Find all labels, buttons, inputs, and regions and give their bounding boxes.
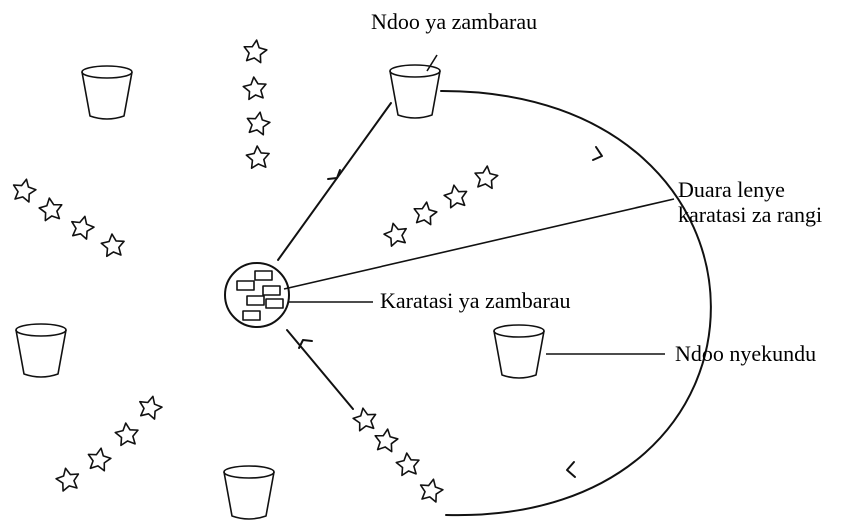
star-icon xyxy=(85,445,114,473)
bucket-purple xyxy=(389,64,441,119)
star-icon xyxy=(241,75,269,101)
arrow-up-right-icon xyxy=(327,169,341,180)
paper-slip xyxy=(246,295,265,306)
bucket-top-left xyxy=(81,65,133,120)
star-icon xyxy=(99,232,127,258)
path-out xyxy=(277,102,392,261)
bucket-left xyxy=(15,323,67,378)
arc-arrow-left-icon xyxy=(566,461,576,478)
leader-purple-bucket xyxy=(426,54,438,72)
paper-slip xyxy=(265,298,284,309)
star-row-bottom-left xyxy=(53,392,165,493)
star-row-left xyxy=(10,176,127,258)
star-icon xyxy=(417,476,446,504)
label-red-bucket: Ndoo nyekundu xyxy=(675,341,816,366)
arc-arrow-down-icon xyxy=(592,146,603,161)
bucket-red xyxy=(493,324,545,379)
paper-slip xyxy=(262,285,281,296)
paper-slip xyxy=(236,280,255,291)
star-icon xyxy=(53,465,82,493)
leader-paper-circle xyxy=(283,198,675,290)
label-purple-paper: Karatasi ya zambarau xyxy=(380,288,571,313)
star-icon xyxy=(113,421,141,447)
star-icon xyxy=(244,109,273,137)
paper-circle xyxy=(224,262,290,328)
star-icon xyxy=(411,199,439,226)
return-arc xyxy=(440,89,712,517)
paper-slip xyxy=(254,270,273,281)
star-icon xyxy=(10,176,39,204)
path-return xyxy=(286,329,354,410)
star-icon xyxy=(381,219,411,248)
star-icon xyxy=(472,164,500,190)
paper-slip xyxy=(242,310,261,321)
star-icon xyxy=(241,37,269,64)
star-icon xyxy=(135,392,165,421)
label-colored-circle-line1: Duara lenye xyxy=(678,177,785,202)
star-column-top xyxy=(241,37,273,170)
star-icon xyxy=(372,426,400,453)
star-icon xyxy=(394,451,422,477)
bucket-bottom xyxy=(223,465,275,520)
star-icon xyxy=(350,405,379,433)
star-icon xyxy=(67,212,97,241)
star-row-middle xyxy=(381,164,500,248)
arrow-up-left-icon xyxy=(298,339,313,349)
star-icon xyxy=(37,195,65,222)
star-icon xyxy=(441,182,470,210)
star-icon xyxy=(244,144,271,170)
label-colored-circle-line2: karatasi za rangi xyxy=(678,202,822,227)
star-column-bottom xyxy=(350,405,446,504)
label-purple-bucket: Ndoo ya zambarau xyxy=(371,9,537,34)
